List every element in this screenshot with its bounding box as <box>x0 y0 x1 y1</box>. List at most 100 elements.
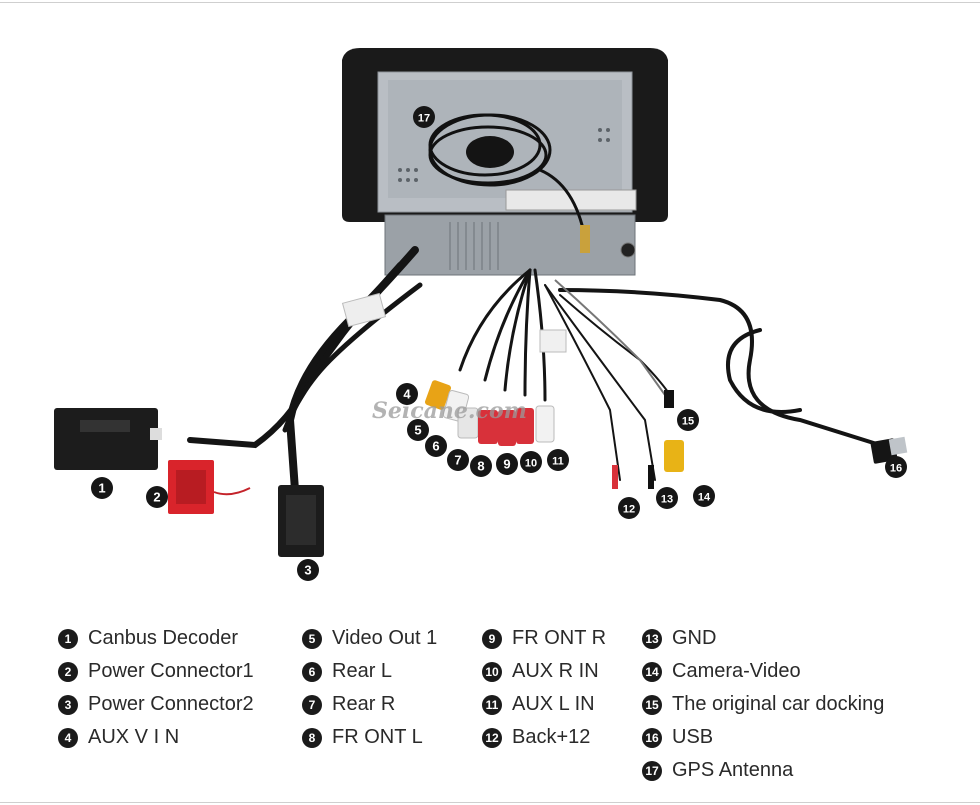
legend-number-badge: 14 <box>642 661 662 682</box>
legend-label: Rear R <box>332 693 396 715</box>
rca-connectors <box>425 380 684 489</box>
legend-number-badge: 3 <box>58 694 78 715</box>
legend-label: Camera-Video <box>672 660 801 682</box>
legend-item: 2 Power Connector1 <box>58 655 254 688</box>
callout-number: 11 <box>552 456 564 468</box>
legend-item: 13 GND <box>642 622 884 655</box>
callout-badge: 16 <box>885 456 907 478</box>
legend-item: 3 Power Connector2 <box>58 688 254 721</box>
callout-badge: 14 <box>693 485 715 507</box>
legend-item: 9 FR ONT R <box>482 622 606 655</box>
legend-column-1: 1 Canbus Decoder 2 Power Connector1 3 Power C… <box>58 622 254 754</box>
legend-label: Video Out 1 <box>332 627 438 649</box>
legend-item: 15 The original car docking <box>642 688 884 721</box>
legend-number-badge: 12 <box>482 727 502 748</box>
callout-badge: 11 <box>547 449 569 471</box>
legend-label: Rear L <box>332 660 393 682</box>
callout-badge: 7 <box>447 449 469 471</box>
callout-badge: 15 <box>677 409 699 431</box>
legend-number-badge: 4 <box>58 727 78 748</box>
callout-badge: 12 <box>618 497 640 519</box>
callout-badge: 8 <box>470 455 492 477</box>
legend-label: Power Connector2 <box>88 693 254 715</box>
callout-badge: 6 <box>425 435 447 457</box>
legend-number-badge: 6 <box>302 661 322 682</box>
top-divider <box>0 2 980 3</box>
callout-badge: 10 <box>520 451 542 473</box>
legend-number-badge: 13 <box>642 628 662 649</box>
head-unit <box>342 48 668 276</box>
legend-label: AUX R IN <box>512 660 599 682</box>
legend-item: 7 Rear R <box>302 688 437 721</box>
legend-label: GPS Antenna <box>672 759 794 781</box>
legend-number-badge: 10 <box>482 661 502 682</box>
callout-badge: 1 <box>91 477 113 499</box>
callout-badge: 13 <box>656 487 678 509</box>
callout-number: 10 <box>525 458 537 470</box>
legend-label: USB <box>672 726 714 748</box>
callout-number: 6 <box>432 439 439 454</box>
callout-number: 15 <box>682 416 694 428</box>
legend-item: 14 Camera-Video <box>642 655 884 688</box>
legend-item: 6 Rear L <box>302 655 437 688</box>
legend-number-badge: 5 <box>302 628 322 649</box>
callout-number: 4 <box>403 387 411 402</box>
legend-column-2: 5 Video Out 1 6 Rear L 7 Rear R 8 FR ONT L <box>302 622 437 754</box>
legend-item: 16 USB <box>642 721 884 754</box>
grey-wire <box>554 279 666 396</box>
legend-label: FR ONT R <box>512 627 607 649</box>
legend-item: 8 FR ONT L <box>302 721 437 754</box>
callout-number: 5 <box>414 423 421 438</box>
callout-number: 13 <box>661 494 673 506</box>
legend-item: 1 Canbus Decoder <box>58 622 254 655</box>
callout-number: 16 <box>890 463 902 475</box>
callout-badge: 4 <box>396 383 418 405</box>
callout-badge: 9 <box>496 453 518 475</box>
legend-item: 12 Back+12 <box>482 721 606 754</box>
usb-plug <box>870 436 908 464</box>
legend-item: 4 AUX V I N <box>58 721 254 754</box>
callout-number: 7 <box>454 453 461 468</box>
legend-item: 10 AUX R IN <box>482 655 606 688</box>
callout-number: 8 <box>477 459 484 474</box>
callout-badge: 2 <box>146 486 168 508</box>
legend: 1 Canbus Decoder 2 Power Connector1 3 Power C… <box>0 622 980 792</box>
legend-column-4: 13 GND 14 Camera-Video 15 The original car do… <box>642 622 884 787</box>
callout-badge: 17 <box>413 106 435 128</box>
legend-number-badge: 1 <box>58 628 78 649</box>
legend-label: GND <box>672 627 717 649</box>
legend-item: 17 GPS Antenna <box>642 754 884 787</box>
legend-number-badge: 17 <box>642 760 662 781</box>
legend-item: 5 Video Out 1 <box>302 622 437 655</box>
callout-number: 1 <box>98 481 105 496</box>
callout-number: 9 <box>503 457 510 472</box>
canbus-decoder-box <box>54 408 162 470</box>
legend-label: Power Connector1 <box>88 660 254 682</box>
legend-number-badge: 16 <box>642 727 662 748</box>
legend-label: AUX V I N <box>88 726 180 748</box>
power-connector-2 <box>278 485 324 557</box>
legend-label: AUX L IN <box>512 693 595 715</box>
legend-column-3: 9 FR ONT R 10 AUX R IN 11 AUX L IN 12 Back+12 <box>482 622 606 754</box>
bottom-divider <box>0 802 980 803</box>
callout-badge: 5 <box>407 419 429 441</box>
callout-number: 14 <box>698 492 711 504</box>
legend-label: Canbus Decoder <box>88 627 239 649</box>
legend-number-badge: 8 <box>302 727 322 748</box>
legend-label: The original car docking <box>672 693 885 715</box>
legend-label: Back+12 <box>512 726 591 748</box>
legend-item: 11 AUX L IN <box>482 688 606 721</box>
legend-label: FR ONT L <box>332 726 423 748</box>
watermark: Seicane.com <box>372 398 527 424</box>
legend-number-badge: 7 <box>302 694 322 715</box>
legend-number-badge: 15 <box>642 694 662 715</box>
power-connector-1 <box>168 460 251 514</box>
callout-number: 17 <box>418 113 430 125</box>
legend-number-badge: 2 <box>58 661 78 682</box>
callout-number: 3 <box>304 563 311 578</box>
legend-number-badge: 9 <box>482 628 502 649</box>
callout-number: 2 <box>153 490 160 505</box>
legend-number-badge: 11 <box>482 694 502 715</box>
